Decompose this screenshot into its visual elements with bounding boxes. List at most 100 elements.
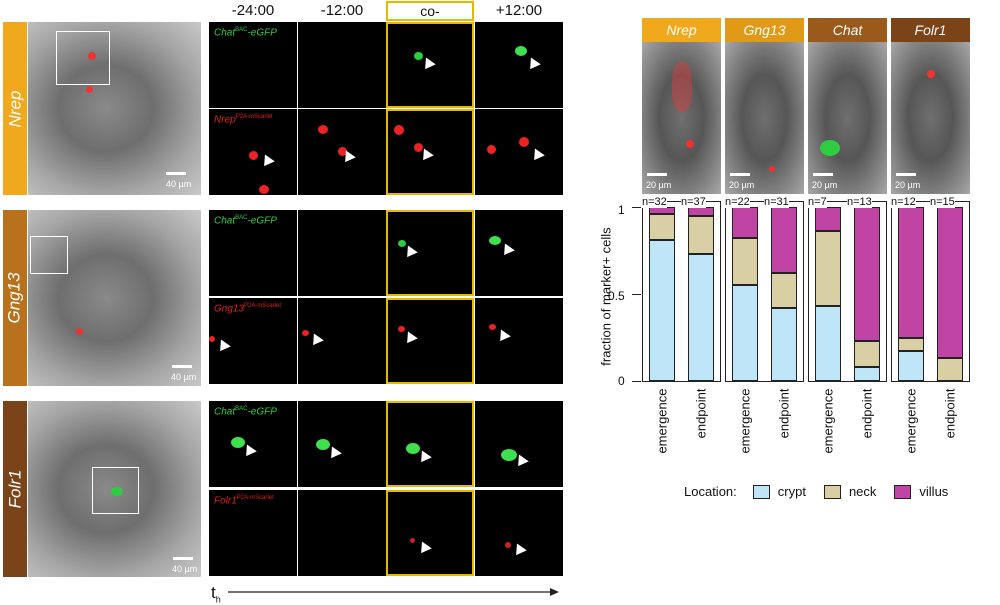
legend-swatch-villus xyxy=(894,484,912,499)
overview-image-nrep: 40 µm xyxy=(28,22,201,195)
green-cell-image: ChatBAC-eGFP xyxy=(209,401,297,487)
red-cell-image xyxy=(475,490,563,576)
green-cell-image xyxy=(298,22,386,108)
x-tick-label: endpoint xyxy=(693,388,709,439)
legend-label-villus: villus xyxy=(919,484,949,499)
bar-segment-villus xyxy=(815,207,841,232)
overview-image-gng13: 40 µm xyxy=(28,210,201,386)
bar-segment-neck xyxy=(649,213,675,241)
bar-segment-crypt xyxy=(854,367,880,381)
x-tick-label: endpoint xyxy=(942,388,958,439)
red-cell-image xyxy=(298,490,386,576)
bar-segment-neck xyxy=(732,238,758,286)
scale-label: 20 µm xyxy=(812,180,838,190)
x-tick-label: emergence xyxy=(903,388,919,454)
red-cell-image xyxy=(386,109,474,195)
y-tick-0: 0 xyxy=(618,374,625,388)
bar-segment-neck xyxy=(771,273,797,308)
zoom-box xyxy=(92,467,139,514)
zoom-box xyxy=(56,31,110,85)
bar-segment-neck xyxy=(854,340,880,368)
legend-swatch-neck xyxy=(823,484,841,499)
green-cell-image xyxy=(475,210,563,296)
time-label-minus12: -12:00 xyxy=(320,2,364,19)
y-tick-1: 1 xyxy=(618,203,625,217)
green-cell-image xyxy=(475,22,563,108)
bar-segment-crypt xyxy=(688,253,714,381)
marker-header-chat: Chat xyxy=(808,18,887,42)
legend-label-crypt: crypt xyxy=(777,484,806,499)
scale-label: 20 µm xyxy=(646,180,672,190)
x-tick-label: emergence xyxy=(654,388,670,454)
bar-segment-villus xyxy=(688,207,714,216)
scale-label: 40 µm xyxy=(171,372,197,382)
n-label: n=15 xyxy=(930,196,955,208)
scale-bar xyxy=(730,173,750,176)
scale-bar xyxy=(813,173,833,176)
scale-bar xyxy=(647,173,667,176)
y-tick-0.5: 0.5 xyxy=(608,289,625,303)
row-label-folr1: Folr1 xyxy=(3,401,27,577)
row-label-gng13: Gng13 xyxy=(3,210,27,386)
green-cell-image xyxy=(298,401,386,487)
green-cell-image xyxy=(386,401,474,487)
bar-segment-neck xyxy=(688,215,714,254)
red-cell-image xyxy=(475,298,563,384)
bar-segment-villus xyxy=(649,207,675,214)
scale-bar xyxy=(173,557,193,560)
scale-label: 20 µm xyxy=(729,180,755,190)
y-tick-mark xyxy=(632,207,641,208)
red-cell-image xyxy=(475,109,563,195)
green-cell-image xyxy=(298,210,386,296)
scale-bar xyxy=(896,173,916,176)
x-tick-label: emergence xyxy=(737,388,753,454)
legend: Location: crypt neck villus xyxy=(684,484,948,499)
red-cell-image xyxy=(386,490,474,576)
bar-segment-crypt xyxy=(898,351,924,381)
red-cell-image: Gng13P2A-mScarlet xyxy=(209,298,297,384)
bar-segment-crypt xyxy=(771,307,797,381)
time-axis-label: th xyxy=(211,583,221,605)
scale-bar xyxy=(172,365,192,368)
row-label-nrep: Nrep xyxy=(3,22,27,195)
legend-swatch-crypt xyxy=(752,484,770,499)
green-cell-image: ChatBAC-eGFP xyxy=(209,22,297,108)
bar-segment-neck xyxy=(937,358,963,381)
scale-label: 40 µm xyxy=(172,564,198,574)
y-tick-mark xyxy=(632,294,641,295)
overview-image-folr1: 40 µm xyxy=(28,401,201,577)
bar-segment-villus xyxy=(898,207,924,338)
red-cell-image: NrepP2A-mScarlet xyxy=(209,109,297,195)
time-label-coexpression: co-expression xyxy=(386,1,474,35)
n-label: n=12 xyxy=(891,196,916,208)
x-tick-label: emergence xyxy=(820,388,836,454)
marker-header-nrep: Nrep xyxy=(642,18,721,42)
y-tick-mark xyxy=(632,381,641,382)
red-cell-image xyxy=(298,109,386,195)
green-cell-image xyxy=(386,22,474,108)
x-tick-label: endpoint xyxy=(859,388,875,439)
bar-segment-crypt xyxy=(649,240,675,381)
n-label: n=37 xyxy=(681,196,706,208)
marker-image-nrep: 20 µm xyxy=(642,42,721,194)
time-axis-arrow xyxy=(228,588,559,596)
bar-segment-villus xyxy=(854,207,880,341)
marker-image-folr1: 20 µm xyxy=(891,42,970,194)
bar-segment-crypt xyxy=(815,306,841,381)
n-label: n=22 xyxy=(725,196,750,208)
scale-label: 20 µm xyxy=(895,180,921,190)
red-cell xyxy=(88,52,96,60)
red-cell xyxy=(86,86,93,93)
green-cell xyxy=(111,487,123,496)
red-cell-image: Folr1P2A-mScarlet xyxy=(209,490,297,576)
legend-label-neck: neck xyxy=(848,484,877,499)
bar-segment-villus xyxy=(732,207,758,239)
time-label-plus12: +12:00 xyxy=(495,2,543,19)
marker-image-chat: 20 µm xyxy=(808,42,887,194)
bar-segment-neck xyxy=(898,337,924,352)
time-label-minus24: -24:00 xyxy=(231,2,275,19)
green-cell-image xyxy=(386,210,474,296)
n-label: n=31 xyxy=(764,196,789,208)
bar-segment-neck xyxy=(815,231,841,307)
marker-header-folr1: Folr1 xyxy=(891,18,970,42)
